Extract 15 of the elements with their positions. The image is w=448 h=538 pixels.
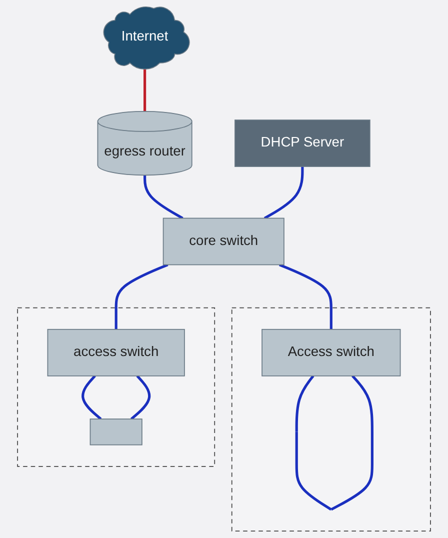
cluster	[231, 307, 431, 532]
node-box: DHCP Server	[234, 120, 370, 167]
node-box: access switch	[47, 328, 185, 376]
node-box: core switch	[162, 218, 284, 266]
cluster	[17, 307, 216, 467]
connector	[278, 264, 332, 330]
connector	[295, 375, 374, 511]
connector	[264, 166, 304, 220]
node-box: Access switch	[262, 328, 401, 376]
connector	[130, 375, 151, 420]
connector	[82, 375, 102, 420]
connector	[144, 68, 146, 112]
connector	[144, 175, 184, 220]
connector	[114, 264, 168, 330]
node-box	[90, 418, 142, 446]
